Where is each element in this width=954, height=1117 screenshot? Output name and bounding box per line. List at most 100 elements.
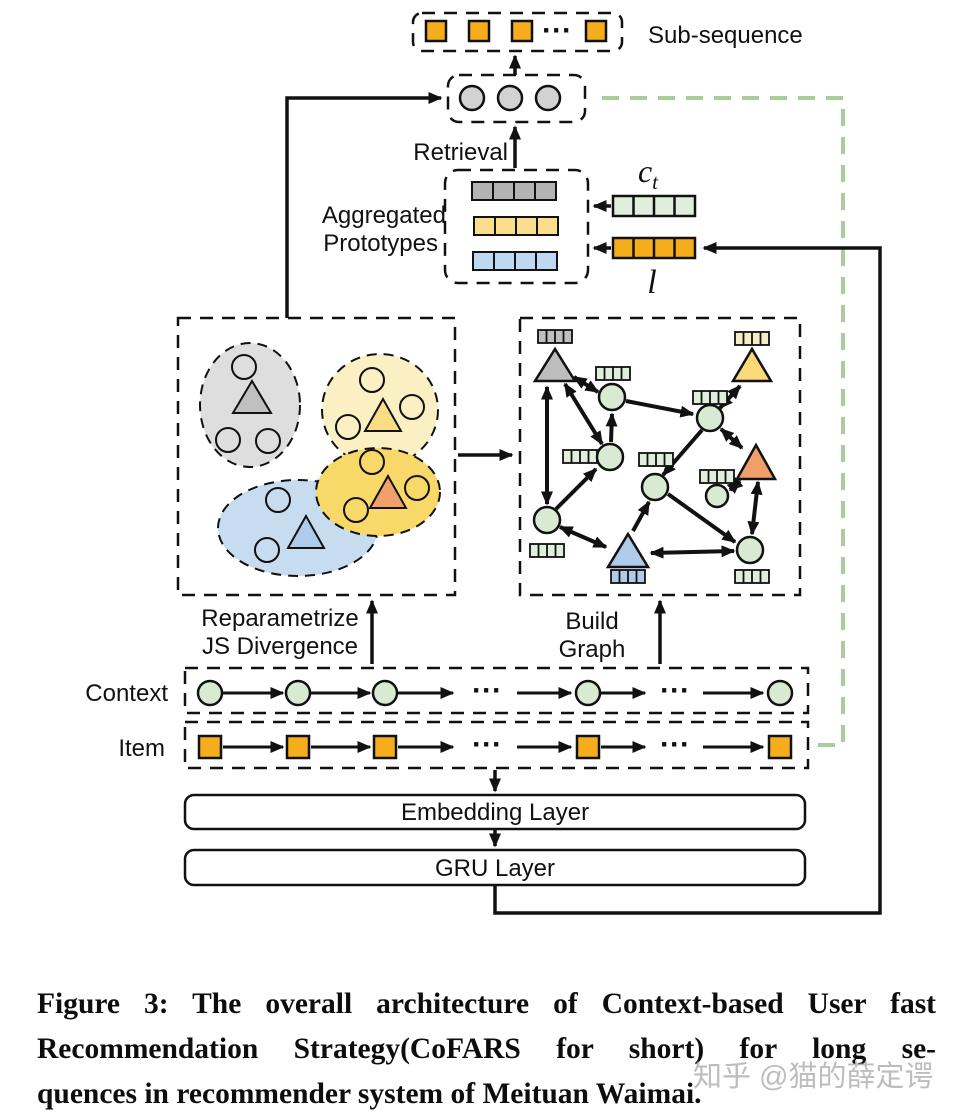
caption-line: quences in recommender system of Meituan… xyxy=(37,1078,702,1110)
node-bar-yellow xyxy=(734,331,770,346)
item-square xyxy=(197,734,223,760)
figure-caption: Figure 3: The overall architecture of Co… xyxy=(37,982,936,1117)
item-square xyxy=(584,19,608,43)
context-sequence-box: ··· ··· xyxy=(183,666,810,715)
caption-line: Figure 3: The overall architecture of Co… xyxy=(37,988,936,1020)
context-vector-symbol: ct xyxy=(638,153,659,194)
cluster-node-circle xyxy=(359,367,385,393)
graph-prototype-orange-triangle xyxy=(734,442,778,481)
node-bar-green xyxy=(562,449,598,464)
prototype-circle xyxy=(534,84,562,112)
context-circle xyxy=(766,679,794,707)
aggregated-prototypes-box xyxy=(443,168,590,285)
item-square xyxy=(575,734,601,760)
gru-to-last-item-line xyxy=(493,242,882,915)
build-graph-label-1: Build xyxy=(565,608,618,635)
embedding-layer-box xyxy=(183,793,807,831)
cluster-node-circle xyxy=(255,428,281,454)
ellipsis: ··· xyxy=(542,14,572,47)
cluster-node-circle xyxy=(231,354,257,380)
cluster-gray xyxy=(199,342,301,468)
cluster-node-circle xyxy=(335,414,361,440)
architecture-diagram: ··· Sub-sequence Retrieval Aggregated Pr… xyxy=(85,11,882,915)
gru-layer-box xyxy=(183,848,807,887)
cluster-node-circle xyxy=(343,497,369,523)
cluster-node-circle xyxy=(265,487,291,513)
aggregated-prototypes-label-1: Aggregated xyxy=(322,202,446,229)
ellipsis: ··· xyxy=(472,674,502,707)
cluster-light-yellow xyxy=(321,353,439,467)
ellipsis: ··· xyxy=(660,674,690,707)
node-bar-green xyxy=(595,366,631,381)
graph-context-node xyxy=(704,483,730,509)
graph-nodes xyxy=(532,346,778,569)
sub-sequence-label: Sub-sequence xyxy=(648,22,803,49)
graph-prototype-blue-triangle xyxy=(605,531,651,569)
item-square xyxy=(285,734,311,760)
context-circle xyxy=(196,679,224,707)
graph-prototype-gray-triangle xyxy=(532,346,578,383)
retrieved-box xyxy=(446,73,587,124)
graph-context-node xyxy=(595,442,625,472)
reparametrize-label-1: Reparametrize xyxy=(201,605,358,632)
context-circle xyxy=(371,679,399,707)
reparametrize-label-2: JS Divergence xyxy=(202,633,358,660)
last-item-bar xyxy=(611,236,697,260)
context-vector-bar xyxy=(611,194,697,218)
graph-edges xyxy=(541,375,763,559)
node-bar-green xyxy=(692,390,728,405)
embedding-layer-label: Embedding Layer xyxy=(401,799,589,826)
cluster-prototype-triangle xyxy=(286,513,326,549)
cluster-node-circle xyxy=(359,449,385,475)
node-bar-gray xyxy=(537,329,573,344)
graph-context-node xyxy=(695,403,725,433)
prototype-bar-yellow xyxy=(473,216,559,236)
context-row-label: Context xyxy=(85,680,168,707)
cluster-dark-yellow xyxy=(315,447,441,537)
sub-sequence-box: ··· xyxy=(411,11,624,53)
last-item-symbol: l xyxy=(647,264,656,301)
cluster-node-circle xyxy=(254,537,280,563)
zhihu-watermark: 知乎 @猫的薛定谔 xyxy=(693,1061,934,1093)
item-square xyxy=(372,734,398,760)
retrieval-label: Retrieval xyxy=(413,139,508,166)
ellipsis: ··· xyxy=(660,728,690,761)
prototype-bar-blue xyxy=(472,251,558,271)
graph-context-node xyxy=(735,535,765,565)
cluster-node-circle xyxy=(399,394,425,420)
item-square xyxy=(467,19,491,43)
graph-context-node xyxy=(532,505,562,535)
node-bar-green xyxy=(529,543,565,558)
caption-line: Recommendation Strategy(CoFARS for short… xyxy=(37,1033,936,1065)
cluster-node-circle xyxy=(215,427,241,453)
graph-prototype-yellow-triangle xyxy=(730,346,774,383)
cluster-node-circle xyxy=(404,475,430,501)
cluster-box xyxy=(176,316,457,597)
prototypes-to-retrieved-line xyxy=(285,92,443,318)
cluster-prototype-triangle xyxy=(368,473,408,509)
build-graph-label-2: Graph xyxy=(559,636,626,663)
node-bar-green xyxy=(638,452,674,467)
green-feedback-line xyxy=(602,96,845,747)
node-bar-green xyxy=(699,469,735,484)
context-symbol-sub: t xyxy=(652,170,659,194)
context-circle xyxy=(574,679,602,707)
node-bar-green xyxy=(734,569,770,584)
prototype-circle xyxy=(496,84,524,112)
graph-context-node xyxy=(597,382,627,412)
graph-context-node xyxy=(640,472,670,502)
item-row-label: Item xyxy=(118,735,165,762)
gru-layer-label: GRU Layer xyxy=(435,855,555,882)
ellipsis: ··· xyxy=(472,728,502,761)
prototype-circle xyxy=(458,84,486,112)
item-square xyxy=(510,19,534,43)
cluster-prototype-triangle xyxy=(231,379,273,414)
cluster-prototype-triangle xyxy=(363,396,403,432)
graph-node-bars xyxy=(529,329,770,584)
context-symbol-base: c xyxy=(638,153,652,189)
aggregated-prototypes-label-2: Prototypes xyxy=(323,230,438,257)
context-circle xyxy=(284,679,312,707)
graph-box xyxy=(518,316,802,597)
prototype-bar-gray xyxy=(471,181,557,201)
item-square xyxy=(767,734,793,760)
